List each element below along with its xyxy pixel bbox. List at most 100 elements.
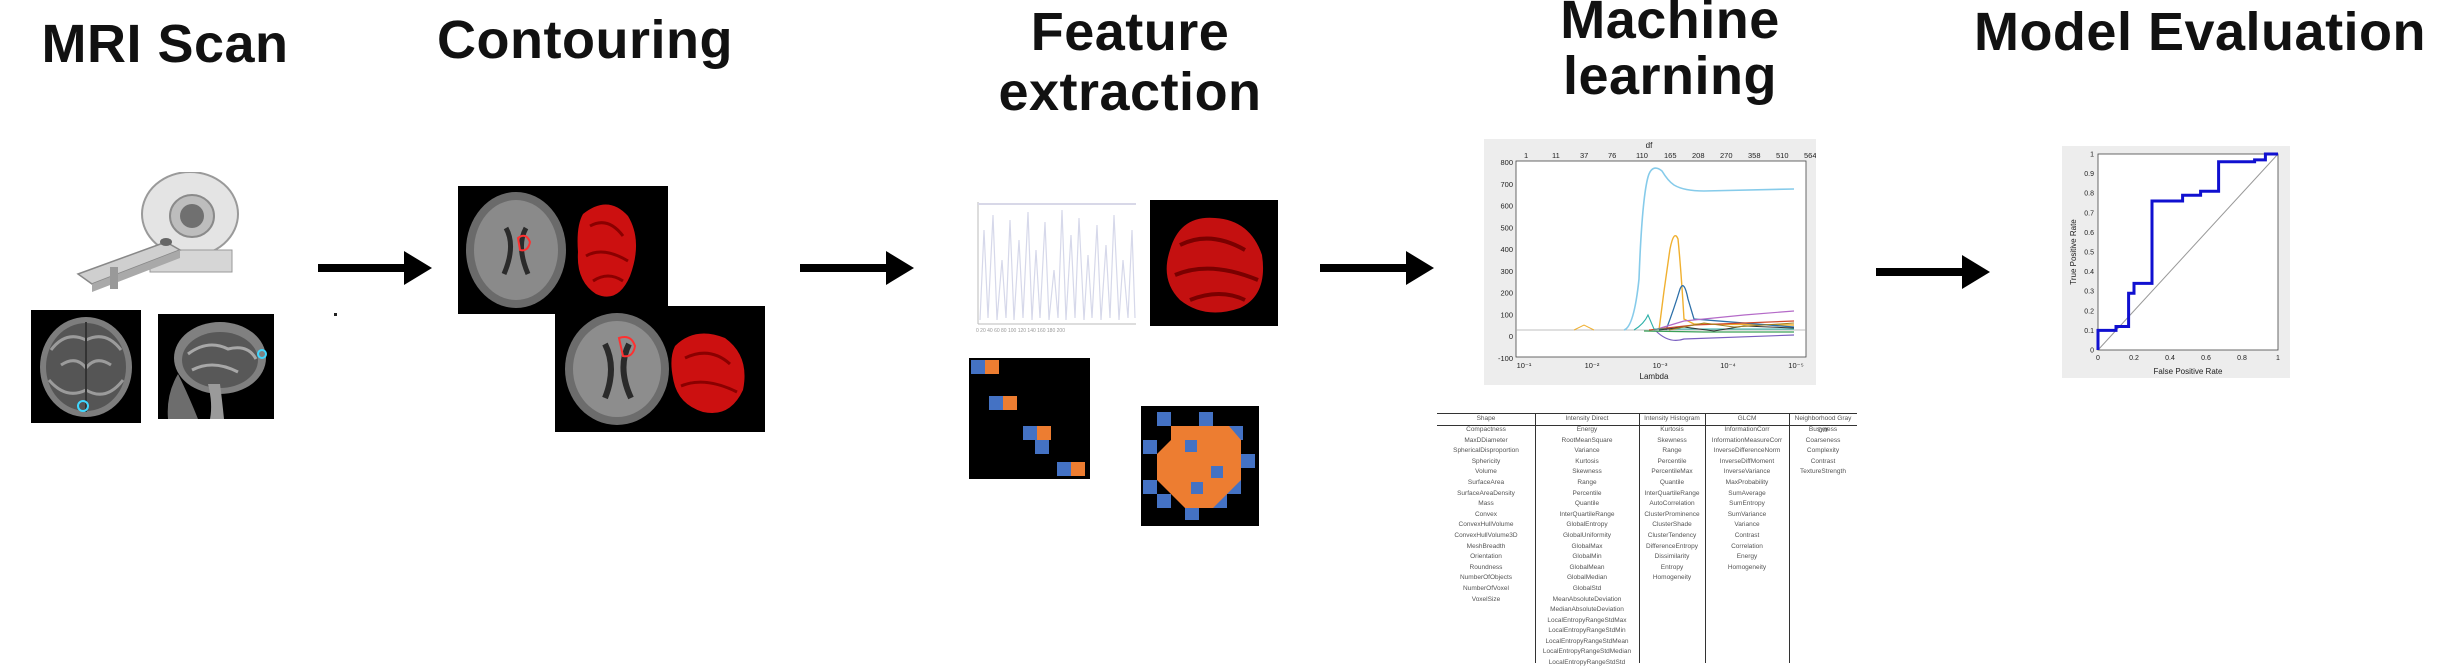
table-column-divider [1535, 413, 1536, 663]
table-cell: AutoCorrelation [1649, 500, 1695, 508]
table-cell: ConvexHullVolume3D [1454, 531, 1518, 539]
roc-y-tick-label: 0.1 [2084, 328, 2094, 335]
roc-y-tick-label: 0.9 [2084, 171, 2094, 178]
lasso-top-tick-label: 11 [1552, 151, 1560, 160]
arrow-3 [1320, 251, 1434, 285]
table-cell: SumAverage [1728, 489, 1766, 497]
table-cell: LocalEntropyRangeStdMin [1548, 627, 1626, 635]
lasso-x-tick-label: 10⁻¹ [1517, 361, 1532, 370]
table-cell: Mass [1478, 500, 1494, 508]
table-column-divider [1705, 413, 1706, 663]
table-cell: Contrast [1810, 457, 1836, 465]
table-cell: InverseVariance [1723, 468, 1771, 476]
table-cell: InformationCorr [1724, 426, 1770, 433]
title-machine-learning-line2: learning [1562, 46, 1778, 106]
table-cell: SphericalDisproportion [1453, 447, 1519, 455]
table-cell: Homogeneity [1652, 574, 1692, 582]
lasso-y-tick-label: -100 [1498, 354, 1513, 363]
table-cell: Contrast [1734, 531, 1760, 539]
table-cell: Roundness [1469, 563, 1503, 571]
table-cell: Variance [1574, 447, 1600, 455]
lasso-x-tick-label: 10⁻² [1585, 361, 1600, 370]
lasso-top-tick-label: 165 [1664, 151, 1677, 160]
table-cell: GlobalUniformity [1562, 531, 1612, 539]
table-cell: GlobalMin [1572, 553, 1602, 561]
table-cell: SurfaceAreaDensity [1457, 489, 1515, 497]
table-cell: Coarseness [1805, 436, 1841, 444]
svg-text:0 20 40 60 80 100 120 1: 0 20 40 60 80 100 120 140 160 180 200 [976, 328, 1065, 334]
table-cell: MedianAbsoluteDeviation [1550, 606, 1624, 614]
table-cell: InterQuartileRange [1559, 510, 1615, 518]
table-cell: LocalEntropyRangeStdStd [1548, 659, 1626, 667]
table-column-header: Intensity Histogram [1644, 415, 1700, 422]
mri-sagittal-image [158, 314, 274, 419]
table-cell: Kurtosis [1660, 426, 1684, 433]
table-cell: Skewness [1657, 436, 1687, 444]
table-cell: InverseDifferenceNorm [1713, 447, 1781, 455]
lasso-y-tick-label: 800 [1500, 158, 1513, 167]
table-column-header: Neighborhood Gray Diff [1794, 415, 1852, 434]
table-cell: ConvexHullVolume [1458, 521, 1514, 529]
table-cell: InverseDiffMoment [1719, 457, 1775, 465]
table-cell: Skewness [1572, 468, 1602, 476]
lasso-y-tick-label: 700 [1500, 180, 1513, 189]
lasso-x-tick-label: 10⁻⁴ [1720, 361, 1736, 370]
lasso-top-tick-label: 37 [1580, 151, 1588, 160]
table-cell: NumberOfObjects [1459, 574, 1513, 582]
title-contouring: Contouring [437, 10, 733, 70]
mri-scanner-icon [76, 172, 239, 292]
table-cell: InterQuartileRange [1644, 489, 1700, 497]
table-cell: NumberOfVoxel [1463, 584, 1509, 592]
table-cell: Correlation [1731, 542, 1763, 550]
table-cell: MaxProbability [1725, 478, 1769, 486]
feature-glcm-matrix [969, 358, 1090, 479]
table-cell: GlobalStd [1572, 584, 1602, 592]
table-cell: GlobalEntropy [1566, 521, 1608, 529]
roc-y-tick-label: 0.6 [2084, 230, 2094, 237]
contour-brain-1 [458, 186, 668, 314]
feature-texture-grid [1141, 406, 1259, 526]
lasso-y-tick-label: 500 [1500, 223, 1513, 232]
table-column-header: Shape [1476, 415, 1496, 422]
roc-x-tick-label: 0.6 [2201, 355, 2211, 362]
roc-y-tick-label: 0.7 [2084, 210, 2094, 217]
roc-x-tick-label: 1 [2276, 355, 2280, 362]
roc-x-axis-label: False Positive Rate [2154, 367, 2223, 376]
lasso-top-tick-label: 76 [1608, 151, 1616, 160]
table-cell: LocalEntropyRangeStdMedian [1542, 648, 1632, 656]
table-cell: Energy [1736, 553, 1758, 561]
lasso-top-tick-label: 110 [1636, 151, 1648, 160]
table-cell: PercentileMax [1651, 468, 1693, 476]
lasso-y-tick-label: 300 [1500, 267, 1513, 276]
roc-y-tick-label: 0.5 [2084, 250, 2094, 257]
roc-x-tick-label: 0 [2096, 355, 2100, 362]
table-cell: Complexity [1806, 447, 1840, 455]
table-cell: ClusterProminence [1644, 510, 1700, 518]
table-cell: Energy [1576, 426, 1598, 433]
lasso-y-tick-label: 600 [1500, 202, 1513, 211]
table-cell: Kurtosis [1575, 457, 1599, 465]
table-cell: Percentile [1657, 457, 1687, 465]
table-cell: Homogeneity [1727, 563, 1767, 571]
title-model-evaluation: Model Evaluation [1973, 2, 2427, 62]
roc-y-axis-label: True Positive Rate [2069, 219, 2078, 285]
arrow-2 [800, 251, 914, 285]
table-cell: SurfaceArea [1467, 478, 1505, 486]
table-cell: Quantile [1574, 500, 1600, 508]
table-cell: Orientation [1470, 553, 1502, 561]
table-cell: Range [1577, 478, 1597, 486]
table-cell: SumEntropy [1729, 500, 1765, 508]
table-column-header: GLCM [1737, 415, 1757, 422]
table-cell: ClusterShade [1652, 521, 1692, 529]
table-cell: Dissimilarity [1654, 553, 1690, 561]
table-cell: RootMeanSquare [1561, 436, 1613, 444]
table-cell: Volume [1475, 468, 1497, 476]
table-cell: MeanAbsoluteDeviation [1552, 595, 1622, 603]
table-cell: SumVariance [1727, 510, 1767, 518]
